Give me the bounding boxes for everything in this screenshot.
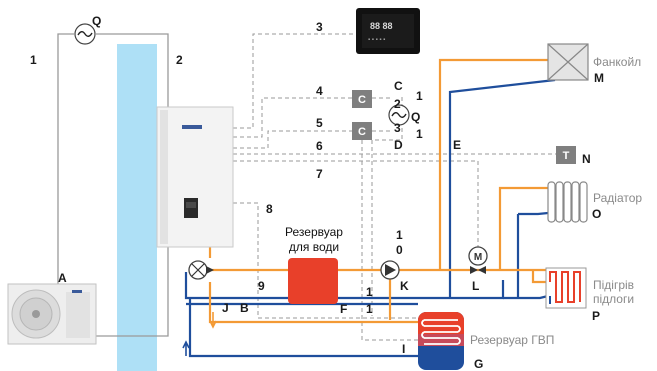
label-5: 5 bbox=[316, 116, 323, 130]
caption-fancoil: Фанкойл bbox=[593, 55, 641, 69]
power-line-outdoor-return bbox=[95, 246, 169, 337]
outdoor-unit-icon bbox=[7, 283, 97, 345]
box-t-text: T bbox=[563, 150, 570, 162]
caption-floor-1: Підігрів bbox=[593, 278, 634, 292]
box-c2-text: C bbox=[358, 126, 366, 138]
pump-icon bbox=[380, 260, 400, 280]
label-g: G bbox=[474, 357, 483, 371]
label-3: 3 bbox=[316, 20, 323, 34]
svg-text:88 88: 88 88 bbox=[370, 21, 393, 31]
label-q-mid: Q bbox=[411, 110, 420, 124]
control-wiring bbox=[233, 33, 556, 341]
indoor-unit-icon bbox=[156, 106, 234, 248]
contact-box-c1 bbox=[352, 90, 372, 108]
fan-coil-icon bbox=[547, 43, 589, 81]
buffer-tank-icon bbox=[288, 258, 338, 304]
label-1-mid-a: 1 bbox=[416, 89, 423, 103]
three-way-valve-icon bbox=[188, 260, 214, 280]
label-p: P bbox=[592, 309, 600, 323]
label-k: K bbox=[400, 279, 409, 293]
label-1-left: 1 bbox=[30, 53, 37, 67]
label-n: N bbox=[582, 152, 591, 166]
caption-buffer-1: Резервуар bbox=[285, 225, 343, 239]
radiator-icon bbox=[547, 181, 588, 223]
floor-heating-icon bbox=[545, 267, 587, 309]
label-d: D bbox=[394, 138, 403, 152]
svg-text:M: M bbox=[474, 252, 482, 263]
label-1-pump: 1 bbox=[396, 228, 403, 242]
label-b: B bbox=[240, 301, 249, 315]
label-1-mid-b: 1 bbox=[416, 127, 423, 141]
building-wall bbox=[117, 44, 157, 371]
label-9: 9 bbox=[258, 279, 265, 293]
motorized-valve-icon: M bbox=[468, 246, 488, 274]
label-q-top: Q bbox=[92, 14, 101, 28]
label-f: F bbox=[340, 302, 347, 316]
label-8: 8 bbox=[266, 202, 273, 216]
contact-box-c2 bbox=[352, 122, 372, 140]
label-2-left: 2 bbox=[176, 53, 183, 67]
label-0-pump: 0 bbox=[396, 243, 403, 257]
label-1-low-b: 1 bbox=[366, 302, 373, 316]
label-l: L bbox=[472, 279, 479, 293]
caption-dhw: Резервуар ГВП bbox=[470, 333, 554, 347]
label-o: O bbox=[592, 207, 601, 221]
label-4: 4 bbox=[316, 84, 323, 98]
caption-floor-2: підлоги bbox=[593, 292, 634, 306]
caption-radiator: Радіатор bbox=[593, 191, 642, 205]
label-e: E bbox=[453, 138, 461, 152]
label-j: J bbox=[222, 301, 229, 315]
caption-buffer-2: для води bbox=[289, 240, 339, 254]
label-3-mid: 3 bbox=[394, 121, 401, 135]
temperature-sensor-icon bbox=[556, 146, 576, 164]
flow-arrow-down bbox=[209, 312, 217, 329]
label-a: A bbox=[58, 271, 67, 285]
power-line-outdoor bbox=[57, 33, 169, 285]
label-i: I bbox=[402, 342, 405, 356]
label-1-low-a: 1 bbox=[366, 285, 373, 299]
label-6: 6 bbox=[316, 139, 323, 153]
label-c-top: C bbox=[394, 79, 403, 93]
box-c1-text: C bbox=[358, 94, 366, 106]
label-m: M bbox=[594, 71, 604, 85]
flow-arrow-up bbox=[182, 340, 190, 356]
svg-text:▪ ▪ ▪ ▪ ▪: ▪ ▪ ▪ ▪ ▪ bbox=[368, 37, 385, 43]
label-2-mid: 2 bbox=[394, 97, 401, 111]
dhw-tank-icon bbox=[418, 312, 464, 370]
label-7: 7 bbox=[316, 167, 323, 181]
